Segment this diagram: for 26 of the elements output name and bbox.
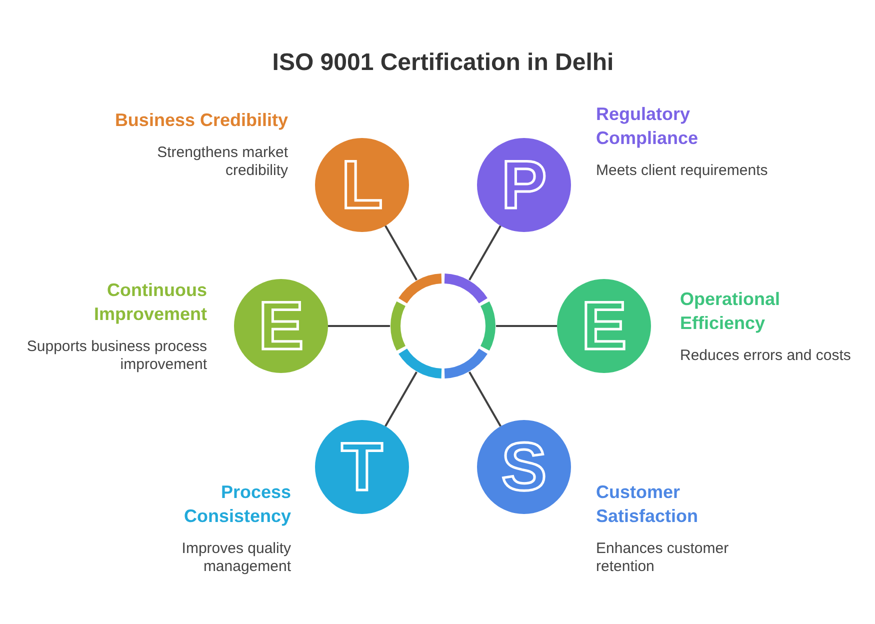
outlined-letter: S [501,433,547,501]
outlined-letter: T [341,433,383,501]
description: Supports business process improvement [26,338,207,374]
heading: Customer Satisfaction [596,481,700,528]
diagram-title: ISO 9001 Certification in Delhi [271,48,615,78]
connector-line [328,325,390,327]
connector-line [468,372,502,427]
description: Enhances customer retention [596,540,730,576]
segmented-ring [390,273,496,379]
description: Reduces errors and costs [680,347,852,365]
connector-line [468,225,502,280]
connector-line [384,225,418,280]
heading: Continuous Improvement [92,279,207,326]
description: Strengthens market credibility [156,144,288,180]
heading: Operational Efficiency [680,288,782,335]
description: Meets client requirements [596,162,769,180]
outlined-letter: L [341,151,383,219]
outlined-letter: E [581,292,627,360]
outlined-letter: E [258,292,304,360]
heading: Process Consistency [182,481,291,528]
heading: Business Credibility [114,109,288,132]
outlined-letter: P [501,151,547,219]
description: Improves quality management [180,540,291,576]
heading: Regulatory Compliance [596,103,700,150]
connector-line [384,372,418,427]
connector-line [496,325,557,327]
